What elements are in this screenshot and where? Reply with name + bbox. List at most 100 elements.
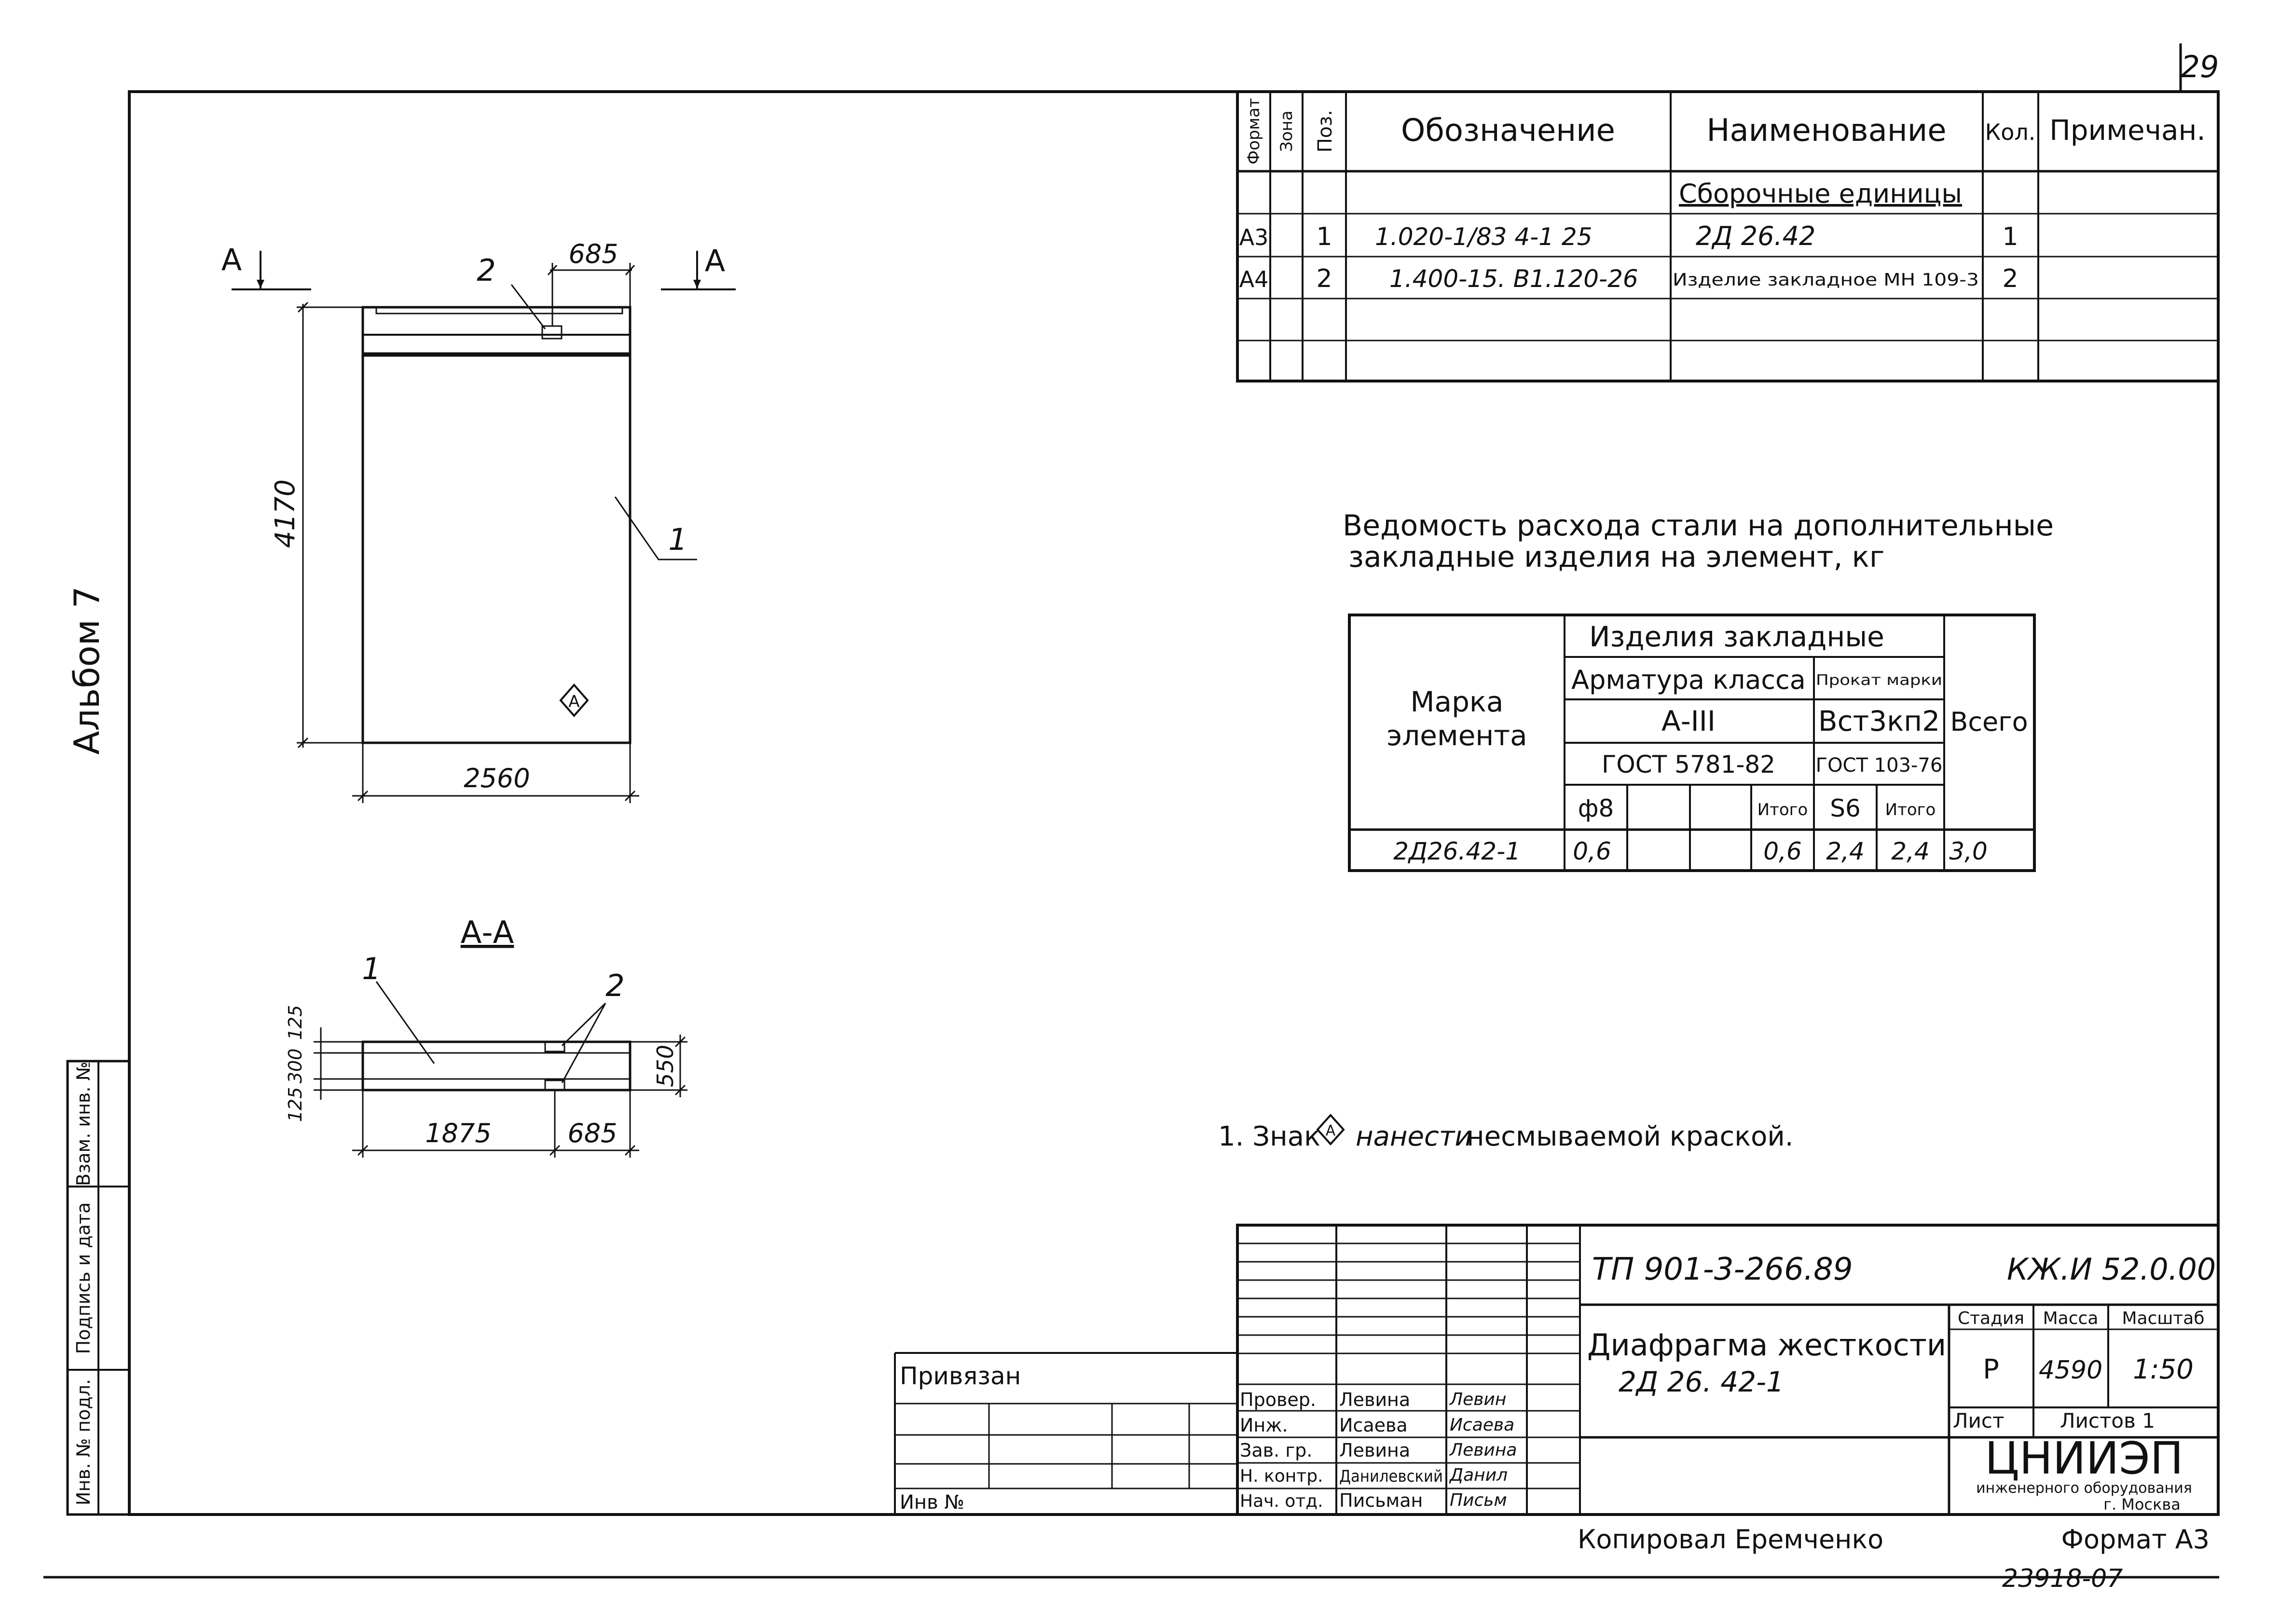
steel-itogo1: Итого <box>1757 800 1808 819</box>
note-handwritten: нанести <box>1356 1121 1472 1152</box>
role-4-sign: Данил <box>1449 1465 1508 1485</box>
spec-row1-poz: 1 <box>1316 222 1332 251</box>
doc-code: ТП 901-3-266.89 <box>1592 1252 1853 1287</box>
spec-head-poz: Поз. <box>1314 110 1336 153</box>
plan-callout-1: 1 <box>668 522 687 557</box>
section-view: А-А 1 2 1875 685 550 125 <box>285 915 687 1158</box>
role-1-sign: Левин <box>1449 1390 1506 1409</box>
cut-label-right: А <box>705 243 725 278</box>
spec-row2-kol: 2 <box>2002 264 2018 293</box>
steel-title-line1: Ведомость расхода стали на дополнительны… <box>1343 509 2054 543</box>
steel-itogo2: Итого <box>1885 800 1936 819</box>
dim-thickness: 550 <box>652 1045 678 1087</box>
stadiya-value: Р <box>1983 1354 1999 1385</box>
masshtab-label: Масштаб <box>2122 1309 2204 1328</box>
role-3-sign: Левина <box>1449 1440 1517 1460</box>
role-4: Н. контр. <box>1240 1466 1323 1486</box>
spec-head-oboznachenie: Обозначение <box>1401 113 1615 149</box>
steel-title-line2: закладные изделия на элемент, кг <box>1348 540 1884 574</box>
spec-row1-oboznachenie: 1.020-1/83 4-1 25 <box>1375 223 1593 251</box>
dim-height: 4170 <box>270 479 301 548</box>
privyazan-block: Привязан Инв № <box>894 1352 1237 1516</box>
plan-callout-2: 2 <box>477 253 495 288</box>
spec-head-format: Формат <box>1244 98 1263 164</box>
steel-row-phi8: 0,6 <box>1573 837 1611 865</box>
role-5: Нач. отд. <box>1240 1491 1323 1511</box>
massa-label: Масса <box>2043 1309 2099 1328</box>
stamp-inv-podl: Инв. № подл. <box>73 1379 94 1505</box>
side-stamp: Инв. № подл. Подпись и дата Взам. инв. № <box>66 1060 131 1516</box>
role-5-sign: Письм <box>1450 1490 1507 1510</box>
section-callout-1: 1 <box>362 951 381 986</box>
steel-phi8: ф8 <box>1578 794 1614 822</box>
listov-label: Листов 1 <box>2060 1409 2155 1433</box>
org-city: г. Москва <box>2103 1495 2181 1514</box>
spec-head-zona: Зона <box>1277 110 1296 152</box>
spec-row2-format: А4 <box>1239 266 1269 292</box>
spec-row1-kol: 1 <box>2002 222 2018 251</box>
note-prefix: 1. Знак <box>1218 1121 1320 1152</box>
role-3: Зав. гр. <box>1240 1440 1312 1461</box>
stamp-podpis-data: Подпись и дата <box>73 1202 94 1354</box>
section-callout-2: 2 <box>605 968 624 1003</box>
title-line1: Диафрагма жесткости <box>1587 1327 1946 1363</box>
spec-row2-naimenovanie: Изделие закладное МН 109-3 <box>1673 270 1979 290</box>
inv-no-label: Инв № <box>900 1491 964 1514</box>
title-block: ТП 901-3-266.89 КЖ.И 52.0.00 Диафрагма ж… <box>1236 1224 2220 1516</box>
steel-row-itogo2: 2,4 <box>1891 837 1930 865</box>
list-label: Лист <box>1953 1409 2004 1433</box>
masshtab-value: 1:50 <box>2133 1354 2194 1385</box>
plan-view: А А 685 2 4170 2560 1 А <box>221 239 736 803</box>
cut-label-left: А <box>221 242 242 277</box>
dim-right: 685 <box>567 1118 617 1148</box>
role-4-name: Данилевский <box>1339 1467 1443 1486</box>
steel-stal: Вст3кп2 <box>1818 705 1940 737</box>
spec-head-kol: Кол. <box>1985 119 2036 145</box>
steel-armatura: Арматура класса <box>1571 665 1806 695</box>
role-2-name: Исаева <box>1339 1415 1408 1436</box>
sheet-code: КЖ.И 52.0.00 <box>2007 1252 2216 1287</box>
spec-head-primechanie: Примечан. <box>2049 114 2206 147</box>
steel-marka-line2: элемента <box>1387 719 1527 752</box>
stamp-vzam-inv: Взам. инв. № <box>73 1062 94 1186</box>
role-5-name: Письман <box>1339 1490 1423 1511</box>
steel-vsego: Всего <box>1950 707 2028 737</box>
spec-head-naimenovanie: Наименование <box>1706 113 1946 149</box>
spec-row2-oboznachenie: 1.400-15. В1.120-26 <box>1389 265 1638 293</box>
plan-mark-symbol: А <box>568 692 579 711</box>
dim-top-offset: 685 <box>568 239 618 269</box>
copied-by: Копировал Еремченко <box>1578 1524 1883 1555</box>
section-label: А-А <box>461 915 514 951</box>
title-line2: 2Д 26. 42-1 <box>1619 1365 1784 1398</box>
massa-value: 4590 <box>2039 1356 2102 1385</box>
steel-row-marka: 2Д26.42-1 <box>1393 837 1521 865</box>
spec-row2-poz: 2 <box>1316 264 1332 293</box>
steel-klass: А-III <box>1661 705 1716 737</box>
role-1: Провер. <box>1240 1389 1316 1410</box>
dim-layer-mid: 300 <box>285 1049 306 1084</box>
note-suffix: несмываемой краской. <box>1467 1121 1794 1152</box>
steel-s6: S6 <box>1830 794 1861 822</box>
bottom-code: 23918-07 <box>2002 1564 2123 1593</box>
org-name: ЦНИИЭП <box>1985 1433 2183 1484</box>
album-label: Альбом 7 <box>67 586 107 754</box>
role-2-sign: Исаева <box>1450 1415 1514 1435</box>
page-number: 29 <box>2181 49 2219 84</box>
steel-gost1: ГОСТ 5781-82 <box>1602 751 1775 778</box>
format-label: Формат А3 <box>2061 1524 2210 1555</box>
role-1-name: Левина <box>1339 1389 1410 1410</box>
steel-marka-line1: Марка <box>1411 685 1504 718</box>
steel-table: Марка элемента Изделия закладные Арматур… <box>1348 614 2036 872</box>
steel-row-vsego: 3,0 <box>1949 837 1988 865</box>
steel-izdeliya: Изделия закладные <box>1589 620 1884 653</box>
dim-left: 1875 <box>425 1118 491 1148</box>
steel-prokat: Прокат марки <box>1816 672 1942 689</box>
role-2: Инж. <box>1240 1415 1288 1436</box>
stadiya-label: Стадия <box>1958 1309 2024 1328</box>
steel-row-itogo1: 0,6 <box>1763 837 1802 865</box>
dim-width: 2560 <box>464 763 530 793</box>
steel-row-s6: 2,4 <box>1826 837 1865 865</box>
spec-section-title: Сборочные единицы <box>1679 178 1962 209</box>
org-sub: инженерного оборудования <box>1976 1480 2192 1497</box>
